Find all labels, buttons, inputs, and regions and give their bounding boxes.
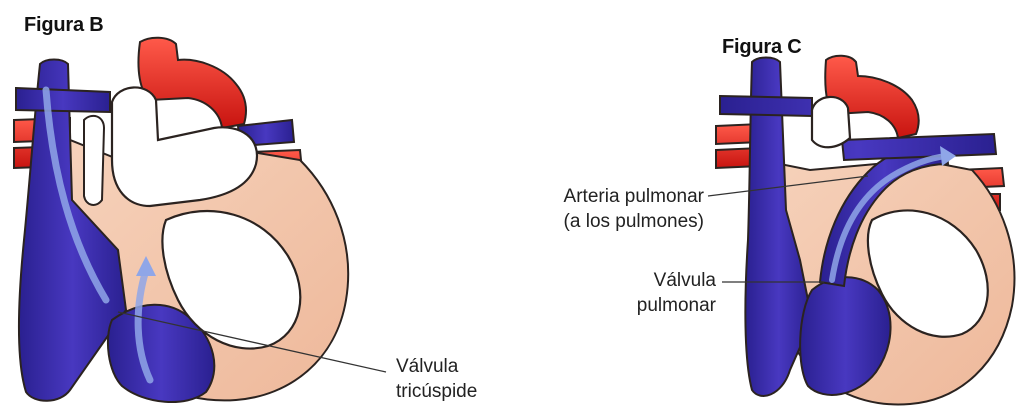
flow-arrowhead-b [136,256,156,276]
septum-gap-b [83,114,106,206]
left-ventricle-c [866,209,989,338]
label-line: tricúspide [396,381,478,402]
figure-c-title: Figura C [722,36,802,58]
leader-line-pulmonary-artery [707,175,869,197]
flow-arrowhead-c [940,146,956,166]
flow-arrow-up-c [829,153,949,283]
left-atrium-c [810,95,852,149]
flow-arrow-loop-b [134,266,154,384]
figure-b-title: Figura B [24,14,104,36]
flow-arrow-down-b [42,86,110,304]
right-ventricle-c [799,276,892,396]
vena-cava-c [744,56,814,397]
label-tricuspid-valve: Válvula tricúspide [396,354,477,404]
pulmonary-artery-branch-b [15,86,111,114]
leader-line-tricuspid [117,311,387,373]
label-pulmonary-valve: Válvula pulmonar [600,268,716,318]
label-line: Válvula [396,356,459,377]
label-line: Válvula [653,270,716,291]
label-line: (a los pulmones) [563,211,704,232]
heart-figure-b [13,36,387,403]
label-line: pulmonar [636,295,716,316]
left-atrium-b [110,86,259,208]
left-ventricle-b [161,209,302,350]
label-pulmonary-artery: Arteria pulmonar (a los pulmones) [532,184,704,234]
heart-figure-c [707,54,1016,406]
right-ventricle-b [106,303,216,403]
label-line: Arteria pulmonar [563,186,704,207]
